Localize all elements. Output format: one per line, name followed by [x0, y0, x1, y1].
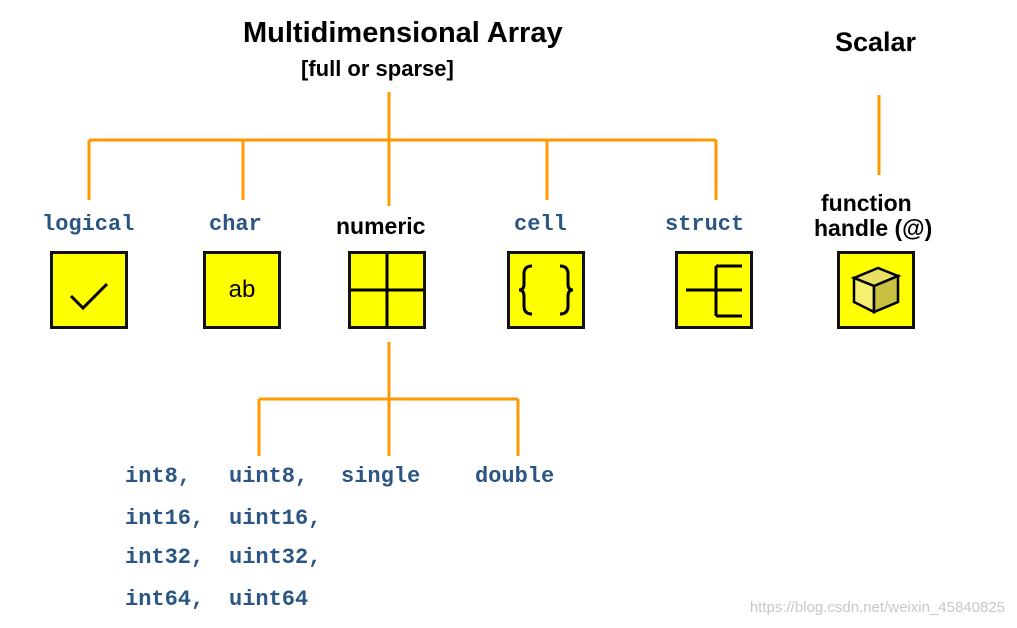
numeric-type-single: single: [341, 464, 421, 489]
full-or-sparse-subtitle: [full or sparse]: [301, 56, 454, 81]
numeric-type-uint32: uint32,: [229, 545, 322, 570]
scalar-title: Scalar: [835, 27, 917, 57]
struct-label: struct: [665, 212, 745, 237]
curly-braces-icon: [507, 251, 585, 329]
numeric-type-int64: int64,: [125, 587, 205, 612]
grid-icon: [348, 251, 426, 329]
numeric-type-int8: int8,: [125, 464, 192, 489]
checkmark-icon: [50, 251, 128, 329]
function-handle-label-line2: handle (@): [814, 215, 933, 241]
function-handle-label-line1: function: [821, 190, 912, 216]
ab-text: ab: [228, 276, 256, 303]
numeric-type-int32: int32,: [125, 545, 205, 570]
ab-text-icon: ab: [203, 251, 281, 329]
cell-label: cell: [514, 212, 567, 237]
logical-label: logical: [42, 212, 135, 237]
watermark-text: https://blog.csdn.net/weixin_45840825: [749, 599, 1005, 616]
numeric-type-uint16: uint16,: [229, 506, 322, 531]
cube-icon: [837, 251, 915, 329]
numeric-type-uint8: uint8,: [229, 464, 309, 489]
numeric-type-double: double: [475, 464, 555, 489]
numeric-label: numeric: [336, 213, 426, 239]
numeric-type-int16: int16,: [125, 506, 205, 531]
struct-branch-icon: [675, 251, 753, 329]
multidimensional-array-title: Multidimensional Array: [243, 17, 563, 49]
char-label: char: [209, 212, 262, 237]
numeric-type-uint64: uint64: [229, 587, 309, 612]
